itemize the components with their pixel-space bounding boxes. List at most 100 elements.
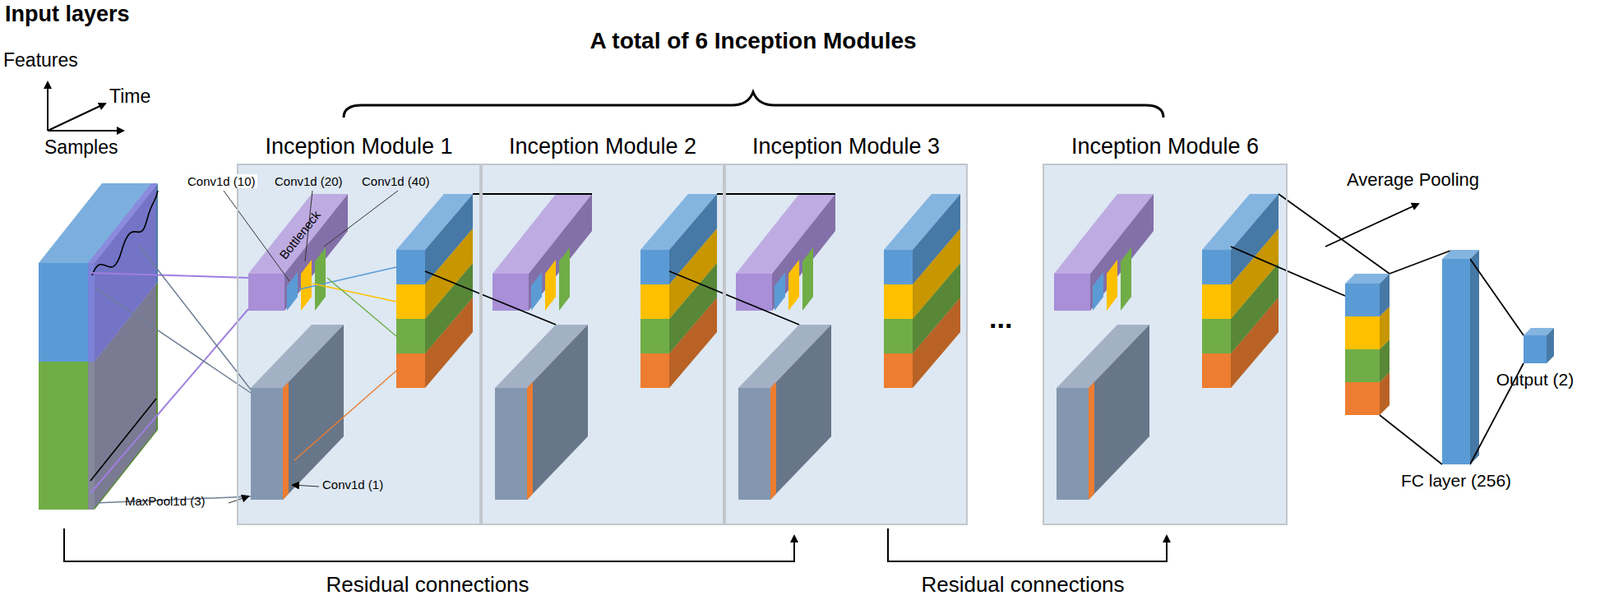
block-face [396, 284, 426, 320]
block-face [1202, 319, 1231, 354]
block-face [528, 194, 592, 311]
conv-slice [282, 382, 289, 500]
block-face [396, 353, 426, 389]
block-face [640, 249, 670, 285]
block-face [1202, 284, 1231, 320]
text-label: Conv1d (10) [185, 174, 258, 189]
signal-curve [92, 190, 158, 276]
line [669, 271, 800, 325]
block-face [38, 361, 95, 510]
conv-slice [527, 382, 533, 500]
bottleneck-block: Bottleneck [263, 193, 337, 278]
module-background [480, 163, 725, 526]
block-face [1379, 273, 1390, 317]
line [292, 485, 320, 487]
fc-layer-bar: FC layer (256) [1442, 258, 1471, 465]
line [1389, 250, 1451, 274]
block-face [396, 319, 426, 354]
line [327, 277, 397, 337]
line [94, 287, 251, 394]
block-label: Bottleneck [265, 194, 334, 276]
text-label: Conv1d (40) [361, 174, 431, 189]
block-face [282, 324, 344, 500]
block-face [1054, 273, 1091, 311]
text-label: Features [3, 49, 79, 71]
block-face [912, 194, 961, 285]
line [1230, 246, 1346, 296]
block-face [1088, 324, 1150, 500]
inception-module-panel: Inception Module 3 [724, 163, 968, 526]
block-face [38, 263, 95, 362]
line [228, 496, 249, 504]
block-face [1345, 316, 1380, 350]
block-face [559, 247, 570, 311]
block-face [300, 259, 312, 311]
block-face [738, 388, 771, 500]
layer-label: FC layer (256) [1401, 471, 1512, 491]
line [716, 193, 836, 195]
module-background [1042, 163, 1288, 526]
module-heading: Inception Module 2 [508, 134, 697, 160]
block-face [492, 273, 529, 311]
block-face [883, 319, 913, 354]
text-label: Input layers [4, 1, 130, 28]
output-cube: Output (2) [1523, 335, 1547, 364]
line [472, 193, 592, 195]
text-label: Residual connections [920, 573, 1124, 598]
block-face [1345, 382, 1380, 416]
module-heading: Inception Module 6 [1071, 134, 1259, 160]
block-face [1056, 388, 1089, 500]
text-label: Average Pooling [1346, 169, 1480, 190]
block-face [669, 194, 717, 285]
block-face [1202, 353, 1231, 389]
module-background [724, 163, 968, 526]
block-face [314, 247, 326, 311]
line [139, 246, 251, 390]
block-face [1202, 249, 1231, 285]
module-heading: Inception Module 3 [752, 134, 940, 160]
block-face [640, 353, 670, 389]
line [90, 398, 157, 481]
inception-module-panel: Inception Module 2 [480, 163, 725, 526]
line [299, 267, 397, 290]
block-face [1470, 249, 1480, 465]
block-face [396, 249, 426, 285]
text-label: Time [109, 85, 151, 107]
block-face [250, 388, 283, 500]
residual-arrow [64, 528, 795, 562]
connector [1470, 258, 1524, 465]
block-face [770, 324, 832, 500]
inception-module-panel: Inception Module 1Bottleneck [236, 163, 481, 526]
text-label: Residual connections [325, 573, 529, 598]
block-face [1092, 272, 1104, 311]
line [47, 129, 124, 132]
layer-label: Output (2) [1496, 369, 1575, 390]
block-face [286, 272, 298, 311]
block-face [1546, 328, 1554, 364]
block-face [788, 259, 800, 311]
block-face [1120, 247, 1132, 311]
residual-arrow [887, 528, 1167, 562]
conv-slice [770, 382, 777, 500]
sliding-window [87, 183, 157, 510]
line [90, 272, 249, 278]
block-face [735, 273, 773, 311]
brace [343, 92, 1164, 118]
line [425, 271, 556, 325]
text-label: Conv1d (1) [322, 477, 384, 492]
text-label: Conv1d (20) [274, 174, 343, 189]
line [223, 190, 290, 282]
line [294, 370, 397, 461]
line [1379, 415, 1443, 465]
block-face [774, 272, 786, 311]
block-face [545, 259, 556, 311]
block-face [1345, 283, 1380, 317]
text-label: Samples [44, 136, 118, 158]
line [312, 283, 397, 302]
block-face [640, 284, 670, 320]
line [90, 309, 249, 494]
block-face [883, 249, 913, 285]
block-face [425, 194, 473, 285]
module-heading: Inception Module 1 [264, 134, 453, 160]
text-label: MaxPool1d (3) [124, 494, 206, 509]
